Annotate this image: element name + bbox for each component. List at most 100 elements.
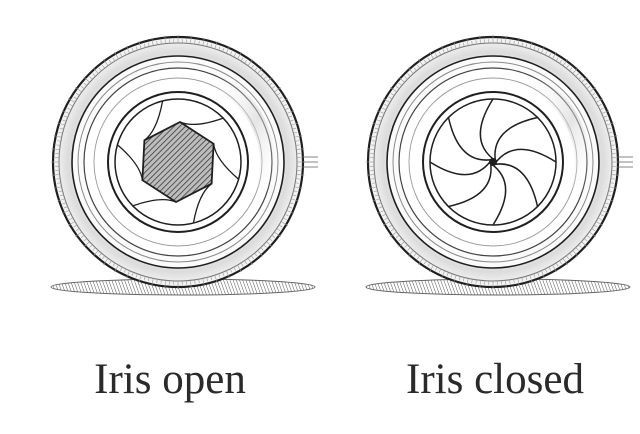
grip-tick bbox=[51, 148, 60, 150]
grip-tick bbox=[61, 210, 70, 214]
grip-tick bbox=[126, 270, 130, 279]
middle-ring-edge bbox=[77, 61, 279, 263]
grip-tick bbox=[289, 119, 294, 122]
grip-tick bbox=[373, 190, 378, 193]
grip-tick bbox=[237, 51, 242, 60]
grip-tick bbox=[114, 264, 119, 273]
grip-tick bbox=[601, 110, 610, 114]
grip-tick bbox=[123, 51, 127, 56]
grip-tick bbox=[376, 210, 385, 214]
grip-tick bbox=[427, 262, 431, 267]
grip-tick bbox=[544, 268, 548, 273]
grip-tick bbox=[378, 206, 383, 209]
grip-tick bbox=[595, 221, 604, 226]
grip-tick bbox=[601, 210, 610, 214]
grip-tick bbox=[382, 213, 387, 217]
grip-tick bbox=[548, 266, 552, 271]
grip-tick bbox=[80, 235, 85, 238]
grip-tick bbox=[586, 86, 591, 89]
grip-tick bbox=[160, 279, 162, 284]
grip-tick bbox=[274, 231, 281, 237]
iris-opening-hexagon bbox=[141, 120, 215, 204]
grip-tick bbox=[53, 135, 62, 138]
grip-tick bbox=[398, 82, 403, 86]
grip-tick bbox=[384, 103, 389, 107]
grip-tick bbox=[559, 59, 563, 64]
grip-tick bbox=[229, 51, 233, 56]
grip-tick bbox=[286, 210, 295, 214]
iris-blade bbox=[491, 163, 539, 207]
grip-tick bbox=[206, 42, 209, 47]
grip-tick bbox=[597, 103, 602, 107]
grip-tick bbox=[276, 228, 281, 232]
grip-tick bbox=[222, 47, 225, 52]
grip-tick bbox=[371, 178, 376, 180]
grip-tick bbox=[446, 272, 449, 277]
grip-tick bbox=[276, 92, 281, 96]
grip-tick bbox=[479, 280, 481, 289]
grip-tick bbox=[378, 115, 383, 118]
grip-tick bbox=[260, 73, 264, 77]
grip-tick bbox=[123, 268, 127, 273]
grip-tick bbox=[260, 247, 264, 251]
grip-tick bbox=[581, 241, 588, 248]
grip-tick bbox=[284, 107, 289, 111]
grip-tick bbox=[295, 178, 300, 180]
grip-tick bbox=[237, 264, 242, 273]
grip-tick bbox=[218, 46, 221, 51]
grip-tick bbox=[599, 107, 604, 111]
grip-tick bbox=[266, 241, 273, 248]
grip-tick bbox=[505, 35, 507, 44]
grip-tick bbox=[413, 252, 417, 257]
grip-tick bbox=[147, 277, 150, 282]
grip-tick bbox=[373, 131, 378, 134]
grip-tick bbox=[603, 115, 608, 118]
grip-tick bbox=[505, 280, 507, 289]
grip-tick bbox=[278, 224, 283, 228]
grip-tick bbox=[240, 262, 244, 267]
grip-tick bbox=[562, 59, 568, 66]
grip-tick bbox=[606, 122, 614, 126]
grip-tick bbox=[126, 45, 130, 54]
grip-tick bbox=[513, 40, 515, 45]
grip-tick bbox=[164, 280, 166, 289]
grip-tick bbox=[390, 228, 395, 232]
grip-tick bbox=[466, 278, 469, 287]
iris-blade bbox=[448, 160, 492, 208]
grip-tick bbox=[218, 273, 221, 278]
grip-ticks bbox=[366, 35, 620, 289]
grip-tick bbox=[525, 276, 528, 281]
grip-tick bbox=[398, 76, 405, 83]
grip-tick bbox=[569, 67, 573, 72]
grip-tick bbox=[368, 135, 377, 138]
grip-tick bbox=[138, 275, 142, 283]
grip-tick bbox=[604, 202, 609, 205]
grip-tick bbox=[371, 144, 376, 146]
grip-tick bbox=[291, 122, 299, 126]
grip-tick bbox=[67, 221, 76, 226]
grip-tick bbox=[569, 252, 573, 257]
grip-tick bbox=[407, 250, 414, 257]
grip-tick bbox=[251, 64, 254, 69]
grip-tick bbox=[190, 280, 192, 289]
grip-tick bbox=[247, 59, 253, 66]
iris-blade bbox=[493, 148, 557, 166]
grip-tick bbox=[92, 250, 99, 257]
iris-blade bbox=[494, 116, 538, 164]
grip-tick bbox=[608, 131, 613, 134]
grip-tick bbox=[131, 272, 134, 277]
grip-tick bbox=[214, 275, 218, 283]
grip-tick bbox=[610, 140, 615, 142]
grip-tick bbox=[244, 260, 248, 265]
grip-tick bbox=[423, 260, 427, 265]
grip-tick bbox=[390, 231, 397, 237]
grip-tick bbox=[282, 103, 287, 107]
grip-tick bbox=[278, 96, 283, 100]
grip-tick bbox=[293, 131, 298, 134]
grip-tick bbox=[108, 260, 112, 265]
grip-tick bbox=[202, 37, 205, 46]
grip-tick bbox=[521, 277, 524, 282]
grip-tick bbox=[254, 67, 258, 72]
grip-tick bbox=[83, 241, 90, 248]
grip-tick bbox=[58, 131, 63, 134]
